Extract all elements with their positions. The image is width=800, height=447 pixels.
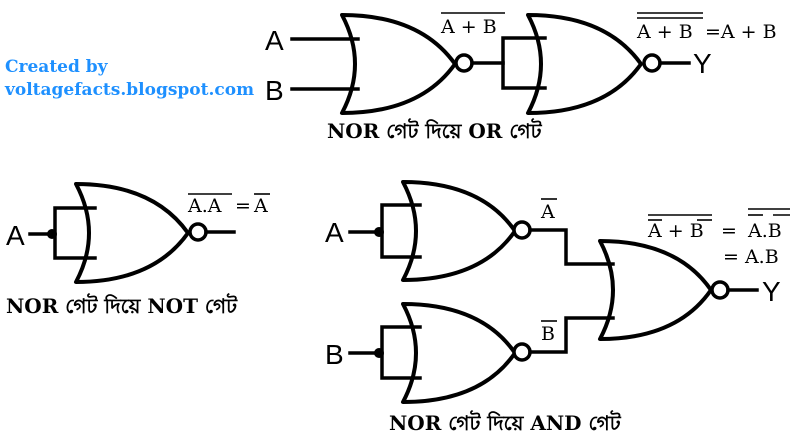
and-input-a-label: A: [325, 217, 344, 248]
and-expression-equals: =: [721, 220, 737, 242]
and-circuit-caption: NOR গেট দিয়ে AND গেট: [389, 410, 622, 435]
or-circuit-caption: NOR গেট দিয়ে OR গেট: [327, 118, 543, 143]
not-from-nor-circuit: A A.A = A NOR গেট দিয়ে NOT গেট: [6, 182, 270, 318]
not-wire-tied-inputs: [53, 206, 97, 260]
or-stage2-expression: A + B: [636, 21, 693, 43]
and-circuit-nor-gate-out: [598, 239, 713, 341]
or-circuit-inversion-bubble-2: [642, 53, 662, 73]
and-input-b-label: B: [325, 339, 344, 370]
or-stage1-expression: A + B: [440, 16, 497, 38]
not-circuit-inversion-bubble: [188, 222, 208, 242]
and-circuit-inversion-bubble-out: [710, 280, 730, 300]
credit-line-2: voltagefacts.blogspot.com: [5, 80, 255, 100]
credit-line-1: Created by: [5, 57, 108, 77]
and-circuit-nor-gate-a: [401, 180, 517, 282]
not-output-equivalent: A: [253, 195, 268, 217]
and-not-a-label: A: [540, 201, 555, 223]
and-output-label: Y: [762, 276, 781, 307]
or-input-a-label: A: [265, 25, 284, 56]
and-expression-left: A + B: [647, 220, 704, 242]
and-circuit-inversion-bubble-b: [512, 342, 532, 362]
not-circuit-caption: NOR গেট দিয়ে NOT গেট: [6, 293, 238, 318]
and-circuit-nor-gate-b: [401, 302, 517, 404]
and-from-nor-circuit: A B Y A B A + B = A.B = A.B NOR গেট দিয়…: [325, 180, 790, 435]
and-circuit-inversion-bubble-a: [512, 220, 532, 240]
or-stage2-equivalent: =A + B: [705, 21, 777, 43]
or-from-nor-circuit: A B Y A + B A + B =A + B NOR গেট দিয়ে O…: [265, 12, 777, 143]
and-wire-not-b: [528, 316, 615, 354]
or-input-b-label: B: [265, 75, 284, 106]
or-circuit-nor-gate-1: [340, 13, 457, 115]
not-circuit-nor-gate: [74, 182, 190, 284]
or-circuit-nor-gate-2: [526, 13, 643, 115]
and-expression-right: A.B: [747, 220, 782, 242]
and-not-b-label: B: [541, 323, 555, 345]
and-expression-result: = A.B: [723, 246, 779, 268]
or-circuit-inversion-bubble-1: [454, 53, 474, 73]
and-wire-not-a: [528, 228, 615, 266]
not-input-label: A: [6, 220, 25, 251]
and-wire-b-tied: [380, 325, 422, 380]
not-output-expression: A.A: [187, 195, 222, 217]
not-equals-sign: =: [235, 195, 251, 217]
and-wire-a-tied: [380, 203, 422, 259]
or-wire-split: [501, 36, 547, 90]
or-output-label: Y: [693, 48, 712, 79]
